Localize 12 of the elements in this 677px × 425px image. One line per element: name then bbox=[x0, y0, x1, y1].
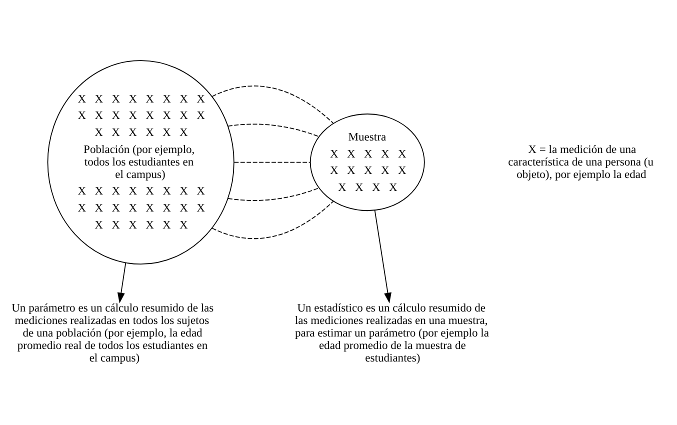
node-text: Un parámetro es un cálculo resumido de las mediciones realizadas en todos los sujetos de una población (por ejemplo, la edad promedio real de todos los estudiantes en el campus) bbox=[12, 302, 214, 364]
connector bbox=[212, 86, 334, 124]
connector bbox=[228, 124, 320, 138]
arrow bbox=[117, 262, 126, 304]
node-text: Un estadístico es un cálculo resumido de las mediciones realizadas en una muestra, para estimar un parámetro (por ejemplo la edad promedio de la muestra de estudiantes) bbox=[294, 302, 490, 364]
label: X = la medición de una característica de una persona (u objeto), por ejemplo la edad bbox=[508, 144, 654, 181]
node-ellipse: Muestra X X X X X X X X X X X X X X bbox=[310, 114, 425, 212]
node-circle: X X X X X X X X X X X X X X X X X X X X X X Población (por ejemplo, todos los estudiantes en el campus) X X X X X X X X X X X X X X X X X X X X X X bbox=[47, 60, 234, 265]
connector bbox=[212, 200, 334, 240]
connector bbox=[228, 188, 320, 201]
arrow bbox=[374, 210, 392, 304]
connector bbox=[234, 162, 311, 163]
